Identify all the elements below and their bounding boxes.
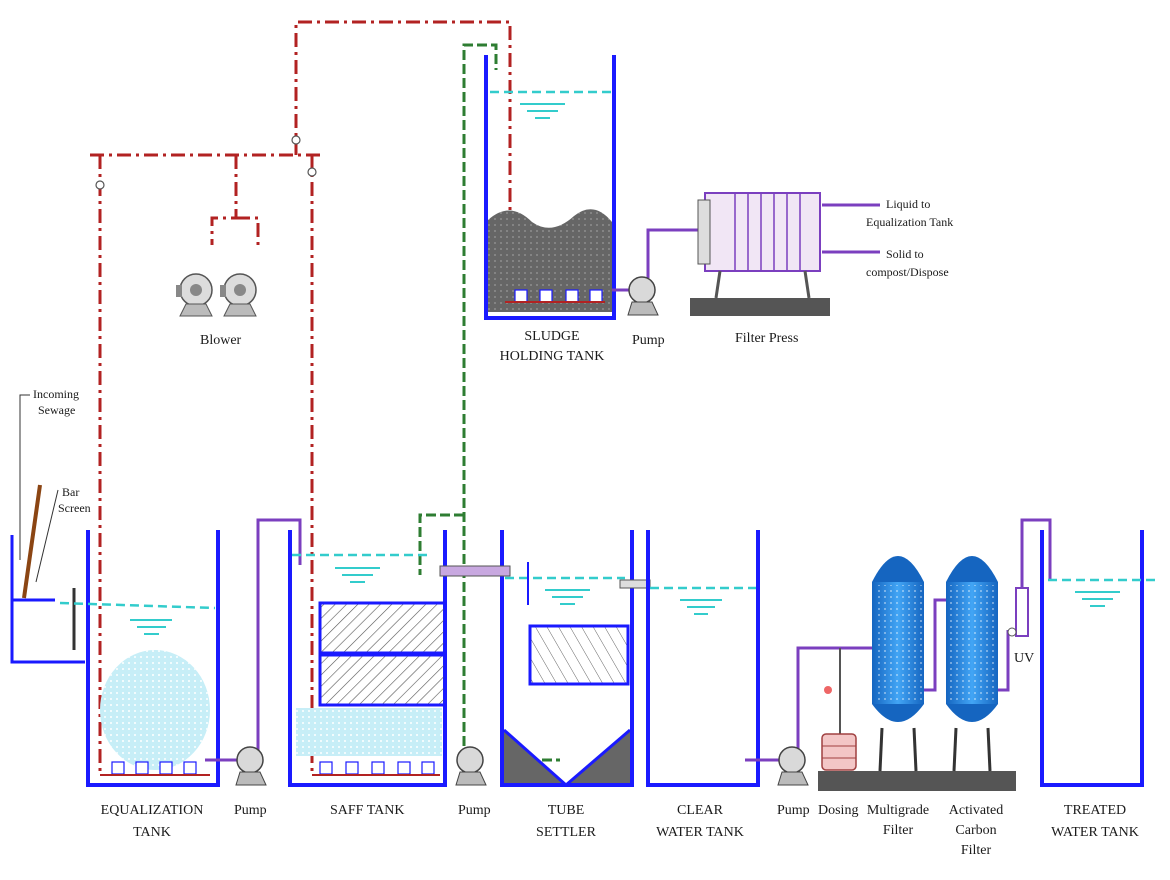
dosing-label: Dosing (818, 803, 858, 818)
blower-label: Blower (200, 333, 242, 348)
air-line-network (90, 20, 512, 775)
tube-settler (439, 530, 651, 787)
uv-label: UV (1014, 651, 1034, 666)
filter-press-icon (690, 192, 830, 316)
sludge-holding-tank (484, 55, 616, 320)
pump-1-icon (235, 746, 267, 786)
clear-water-tank (646, 530, 760, 787)
multigrade-filter-icon (872, 556, 924, 772)
air-line-valves (95, 135, 317, 190)
filter-skid-base (818, 771, 1016, 791)
process-pipe-1 (205, 518, 302, 762)
uv-unit-icon (1007, 587, 1029, 637)
saff-tank-label: SAFF TANK (330, 803, 404, 818)
process-pipe-3 (745, 518, 1052, 762)
bar-screen-icon (22, 484, 42, 599)
incoming-leader-line (19, 394, 59, 583)
pump-2-icon (455, 746, 487, 786)
pump-3-icon (777, 746, 809, 786)
sludge-pump-label: Pump (632, 333, 665, 348)
blower-1-icon (176, 273, 213, 317)
saff-tank (288, 530, 447, 787)
pump-3-label: Pump (777, 803, 810, 818)
treated-water-tank (1040, 530, 1160, 787)
sludge-pump-icon (627, 276, 659, 316)
carbon-filter-icon (946, 556, 998, 772)
filter-press-label: Filter Press (735, 331, 798, 346)
dosing-tank-icon (821, 686, 857, 771)
pump-2-label: Pump (458, 803, 491, 818)
blower-2-icon (220, 273, 257, 317)
equalization-tank (10, 484, 220, 787)
pump-1-label: Pump (234, 803, 267, 818)
